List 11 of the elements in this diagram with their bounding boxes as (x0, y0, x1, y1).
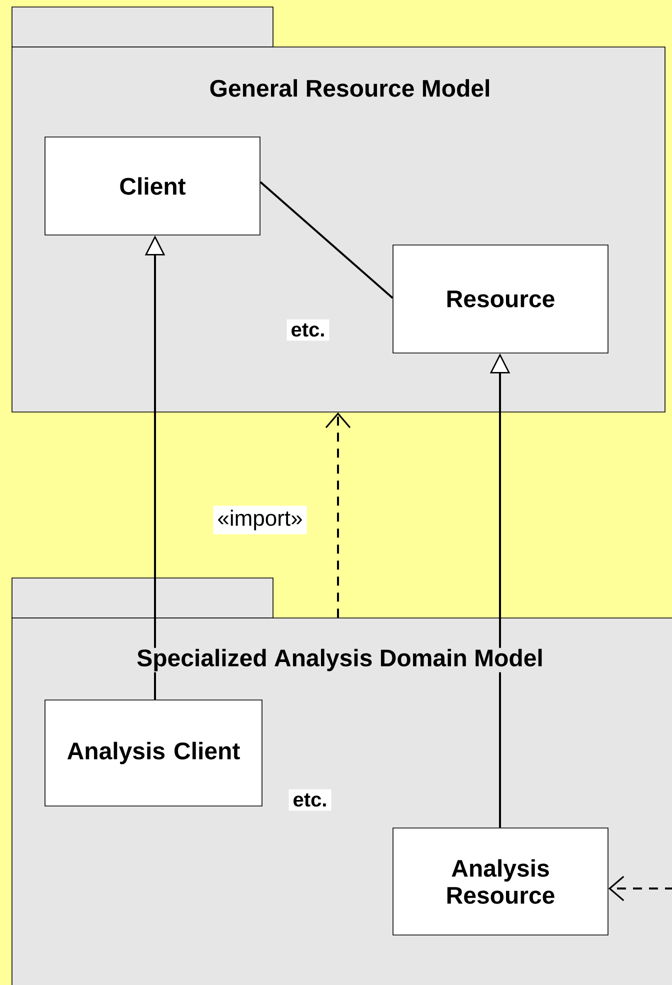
package-title: General Resource Model (208, 78, 492, 98)
class-box: Analysis Client (44, 700, 262, 806)
note-label: etc. (286, 319, 330, 341)
package-title: Specialized Analysis Domain Model (136, 648, 544, 672)
class-box: Analysis Resource (392, 828, 608, 936)
class-box: Resource (392, 244, 608, 354)
arrow (325, 412, 351, 618)
arrow (608, 876, 672, 902)
edge-label: «import» (213, 506, 307, 534)
class-box: Client (44, 136, 260, 236)
note-label: etc. (288, 789, 332, 811)
